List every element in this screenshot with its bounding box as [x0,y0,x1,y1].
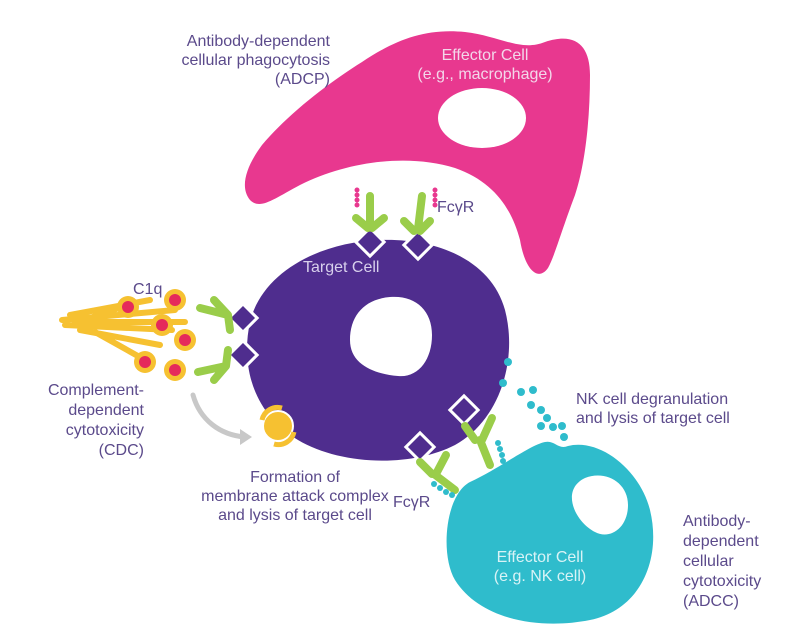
cdc-label: Complement- dependent cytotoxicity (CDC) [47,382,144,459]
cdc-arrowhead [240,429,252,445]
adcp-binding-left [352,187,388,259]
macrophage-cell [244,31,590,274]
adcc-binding [403,393,506,498]
nk-degranulation-label: NK cell degranulation and lysis of targe… [576,391,730,427]
target-cell-nucleus [350,296,432,377]
cdc-binding [194,296,260,384]
macrophage-nucleus [438,88,526,148]
c1q-complex [59,289,196,381]
adcp-binding-right [400,187,438,262]
nk-cell-nucleus [571,475,628,535]
mac-formation-label: Formation of membrane attack complex and… [201,469,389,524]
cdc-arrow [190,392,248,440]
membrane-attack-complex [259,404,297,448]
fcgr-top-label: FcγR [437,199,475,216]
nk-cell [446,441,654,624]
adcc-label: Antibody- dependent cellular cytotoxicit… [683,513,762,610]
fcgr-bottom-label: FcγR [393,494,431,511]
nk-cell-label: Effector Cell (e.g. NK cell) [493,549,587,585]
nk-granules [499,358,568,441]
adcp-label: Antibody-dependent cellular phagocytosis… [181,33,330,88]
c1q-label: C1q [133,281,163,298]
macrophage-cell-label: Effector Cell (e.g., macrophage) [417,47,553,83]
target-cell-label: Target Cell [303,259,380,276]
